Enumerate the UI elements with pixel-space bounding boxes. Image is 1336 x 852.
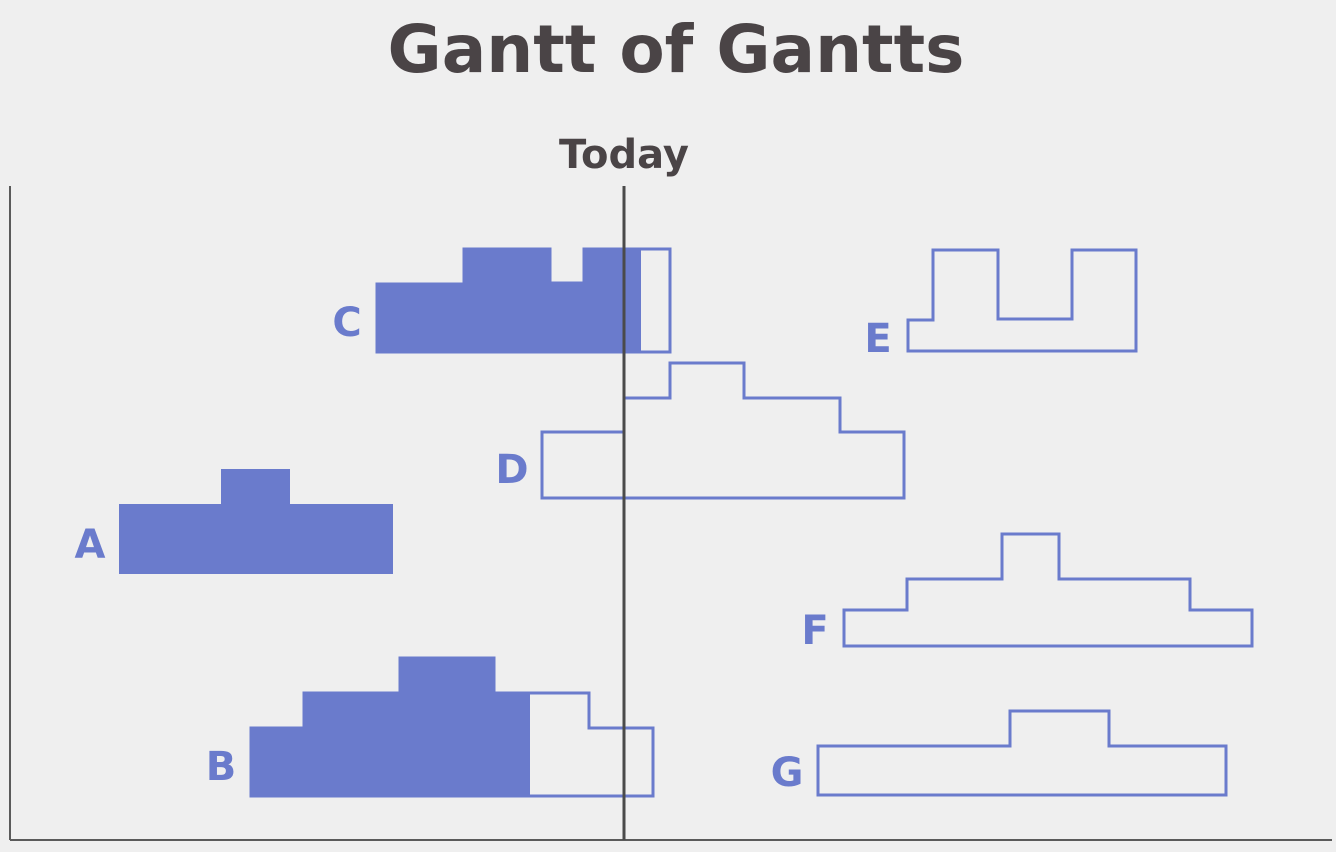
project-d-outline <box>540 361 906 500</box>
project-e: E <box>864 248 1138 362</box>
project-label-d: D <box>495 447 528 493</box>
project-g-outline <box>816 709 1228 797</box>
today-label: Today <box>559 132 689 178</box>
project-label-e: E <box>864 316 891 362</box>
project-a-done <box>119 469 393 574</box>
project-c-outline <box>375 247 672 354</box>
project-label-g: G <box>771 750 804 796</box>
project-a: A <box>75 469 393 574</box>
project-label-a: A <box>75 522 106 568</box>
project-b-done <box>251 658 530 796</box>
project-g: G <box>771 709 1228 797</box>
project-c: C <box>332 247 672 354</box>
project-f-outline <box>842 532 1254 648</box>
project-f: F <box>801 532 1254 654</box>
project-e-outline <box>906 248 1138 353</box>
project-label-c: C <box>332 300 361 346</box>
project-b-outline <box>249 656 655 798</box>
project-c-done-sliver <box>624 249 641 352</box>
project-c-done <box>377 249 624 352</box>
page-title: Gantt of Gantts <box>388 11 965 88</box>
project-label-f: F <box>801 608 828 654</box>
project-b: B <box>206 656 655 798</box>
project-d: D <box>495 361 906 500</box>
project-label-b: B <box>206 744 237 790</box>
